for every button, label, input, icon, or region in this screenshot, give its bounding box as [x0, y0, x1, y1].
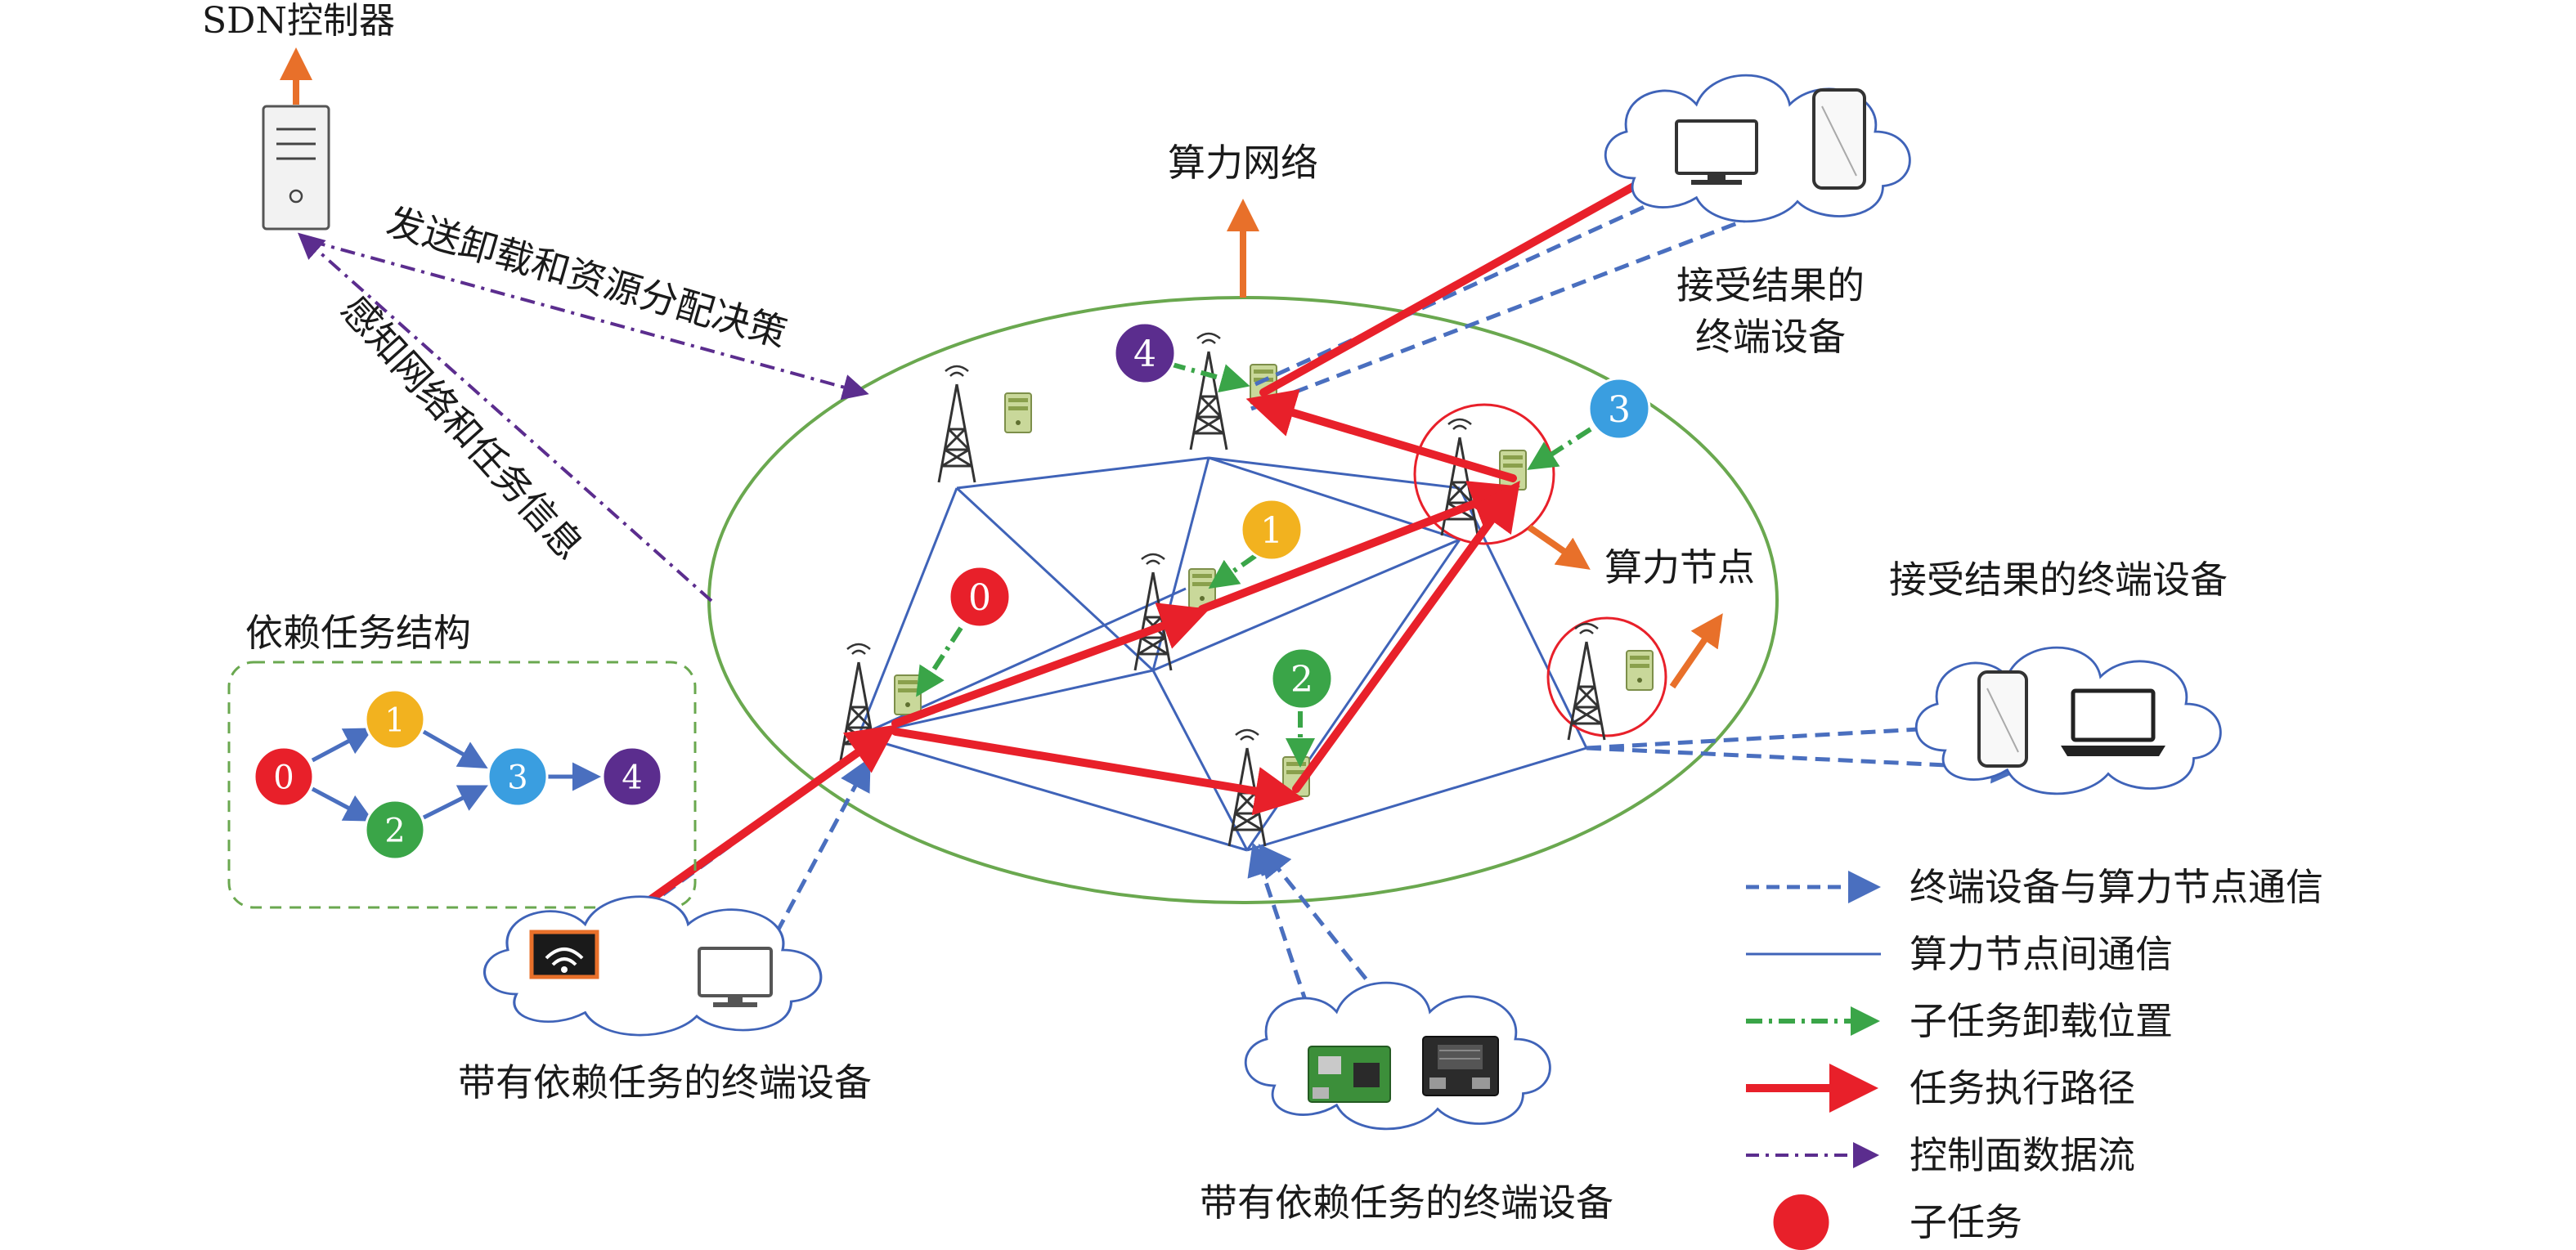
dag-node-2: 2: [364, 799, 426, 861]
jetson-board-icon: [1422, 1036, 1499, 1096]
subtask-label: 1: [1260, 510, 1283, 552]
raspberry-pi-icon: [1308, 1046, 1391, 1103]
subtask-1: 1: [1240, 498, 1304, 562]
dag-node-label: 0: [273, 759, 294, 796]
dag-edges: [311, 728, 601, 822]
legend-item: 子任务: [1773, 1194, 2022, 1250]
smartphone-icon: [1812, 88, 1866, 190]
dag-node-3: 3: [487, 746, 549, 808]
dag-node-label: 1: [384, 701, 405, 739]
dag-node-1: 1: [364, 688, 426, 750]
monitor-icon: [698, 947, 773, 1007]
compute-node-label: 算力节点: [1604, 545, 1755, 589]
compute-node-highlight: [1413, 403, 1555, 545]
sender-cloud-bottom: [1244, 981, 1551, 1131]
compute-node-pointer: [1669, 613, 1723, 689]
device-node-comms: [587, 167, 2130, 1072]
tower-icon: [1567, 622, 1606, 741]
subtask-4: 4: [1113, 321, 1177, 385]
legend-item: 控制面数据流: [1746, 1133, 2135, 1177]
node-mesh: [857, 456, 1588, 852]
subtask-label: 2: [1290, 659, 1313, 701]
laptop-icon: [2061, 688, 2165, 756]
sdn-controller-server-icon: [262, 105, 330, 231]
tower-icon: [1133, 553, 1173, 672]
sense-info-label: 感知网络和任务信息: [333, 287, 592, 568]
server-icon: [1004, 392, 1032, 433]
dag-node-label: 3: [507, 759, 527, 796]
subtask-2: 2: [1270, 647, 1334, 710]
legend-label: 控制面数据流: [1910, 1133, 2135, 1177]
legend-label: 终端设备与算力节点通信: [1910, 865, 2323, 909]
dag-title: 依赖任务结构: [245, 611, 471, 655]
sender-left-label: 带有依赖任务的终端设备: [458, 1060, 872, 1104]
legend-item: 算力节点间通信: [1746, 932, 2173, 976]
dag-node-0: 0: [253, 746, 315, 808]
compute-network-label: 算力网络: [1168, 141, 1318, 185]
subtask-3: 3: [1587, 377, 1651, 441]
legend-label: 算力节点间通信: [1910, 932, 2173, 976]
dag-box: [227, 661, 697, 909]
control-plane-flows: [298, 232, 869, 603]
legend-item: 终端设备与算力节点通信: [1746, 865, 2323, 909]
wifi-device-icon: [529, 930, 599, 979]
smartphone-icon: [1977, 670, 2028, 768]
dag-node-label: 4: [622, 759, 642, 796]
subtask-offload-links: [916, 361, 1592, 768]
legend-label: 子任务卸载位置: [1910, 999, 2173, 1043]
subtask-label: 0: [968, 577, 991, 619]
receivers-top-label-line1: 接受结果的: [1676, 263, 1865, 307]
dag-node-4: 4: [601, 746, 663, 808]
receiver-cloud-right: [1914, 646, 2222, 795]
server-icon: [894, 674, 922, 715]
legend-swatch: [1773, 1194, 1829, 1250]
monitor-icon: [1675, 119, 1758, 185]
subtask-label: 3: [1608, 389, 1631, 431]
legend-item: 子任务卸载位置: [1746, 999, 2173, 1043]
dag-node-label: 2: [384, 812, 405, 849]
legend-label: 任务执行路径: [1910, 1066, 2135, 1110]
controller-label: SDN控制器: [202, 0, 395, 42]
receivers-top-label-line2: 终端设备: [1695, 315, 1846, 359]
legend-item: 任务执行路径: [1746, 1064, 2135, 1113]
task-execution-path: [568, 145, 1708, 959]
compute-node-pointer: [1527, 524, 1591, 570]
compute-node-highlight: [1546, 616, 1667, 737]
subtask-label: 4: [1133, 334, 1156, 375]
receivers-right-label: 接受结果的终端设备: [1889, 558, 2228, 602]
sender-bottom-label: 带有依赖任务的终端设备: [1200, 1181, 1613, 1225]
tower-icon: [937, 365, 976, 484]
subtask-0: 0: [948, 565, 1012, 629]
legend-label: 子任务: [1910, 1200, 2022, 1244]
tower-icon: [1189, 332, 1228, 451]
server-icon: [1499, 450, 1527, 491]
server-icon: [1626, 650, 1654, 691]
